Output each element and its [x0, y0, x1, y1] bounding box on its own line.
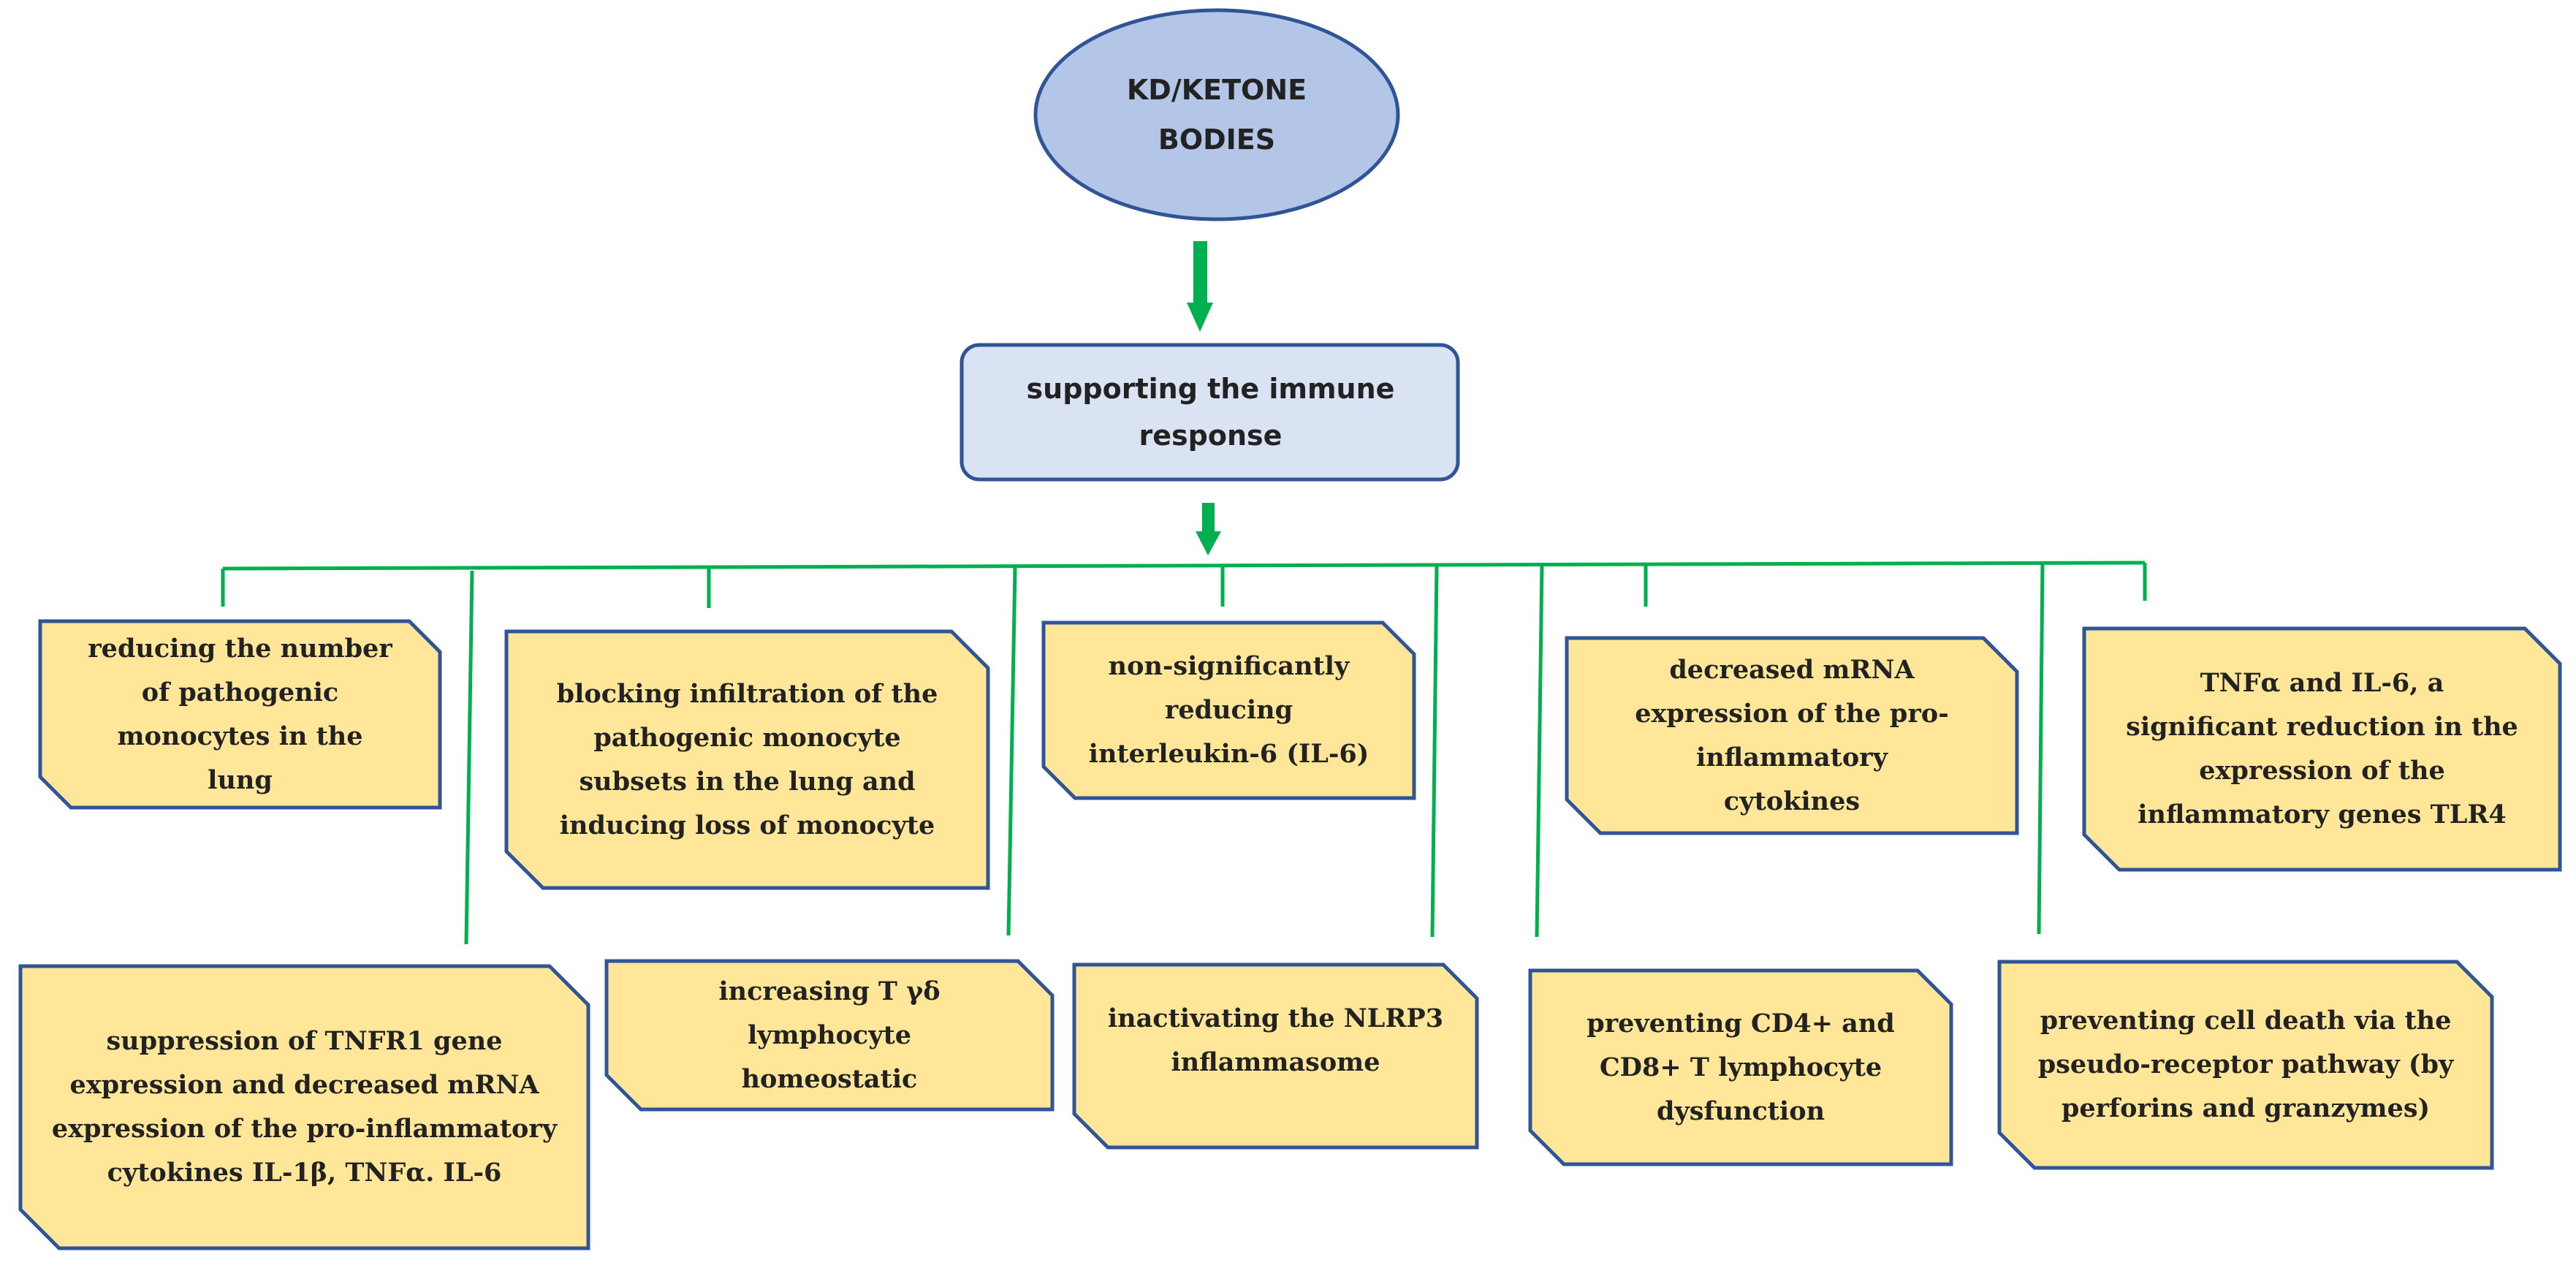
bottom-box-label-1: suppression of TNFR1 gene expression and… — [51, 1026, 558, 1188]
top-box-label-3: non-significantly reducing interleukin-6… — [1088, 651, 1369, 769]
bottom-box-shape-2[interactable] — [604, 959, 1055, 1112]
connector-drops-bottom — [464, 562, 2045, 945]
bottom-box-shape-1[interactable] — [18, 964, 590, 1250]
root-node[interactable] — [1033, 8, 1400, 221]
bottom-box-shape-3[interactable] — [1072, 963, 1479, 1150]
top-box-shape-3[interactable] — [1041, 620, 1416, 800]
top-box-shape-1[interactable] — [38, 619, 442, 810]
top-box-label-4: decreased mRNA expression of the pro-inf… — [1635, 654, 1949, 816]
connector-bus — [222, 561, 2146, 571]
bottom-box-label-5: preventing cell death via the pseudo-rec… — [2037, 1006, 2454, 1123]
bottom-box-label-2: increasing T γδ lymphocyte homeostatic — [718, 976, 941, 1094]
mid-label: supporting the immune response — [1026, 373, 1395, 452]
bottom-box-shape-5[interactable] — [1997, 960, 2494, 1170]
bottom-box-label-3: inactivating the NLRP3 inflammasome — [1107, 1003, 1444, 1077]
root-label: KD/KETONE BODIES — [1126, 74, 1307, 156]
bottom-box-shape-4[interactable] — [1528, 968, 1953, 1166]
top-box-shape-4[interactable] — [1565, 636, 2019, 835]
connector-drops-top — [221, 563, 2147, 608]
arrow-mid-to-bus — [1196, 503, 1221, 555]
top-box-label-5: TNFα and IL-6, a significant reduction i… — [2126, 668, 2518, 829]
top-box-shape-2[interactable] — [504, 629, 990, 890]
arrow-root-to-mid — [1187, 241, 1213, 332]
top-box-label-1: reducing the number of pathogenic monocy… — [88, 633, 392, 795]
top-box-label-2: blocking infiltration of the pathogenic … — [556, 678, 938, 840]
mid-node[interactable] — [960, 343, 1460, 482]
top-box-shape-5[interactable] — [2082, 626, 2562, 872]
bottom-box-label-4: preventing CD4+ and CD8+ T lymphocyte dy… — [1587, 1008, 1895, 1126]
